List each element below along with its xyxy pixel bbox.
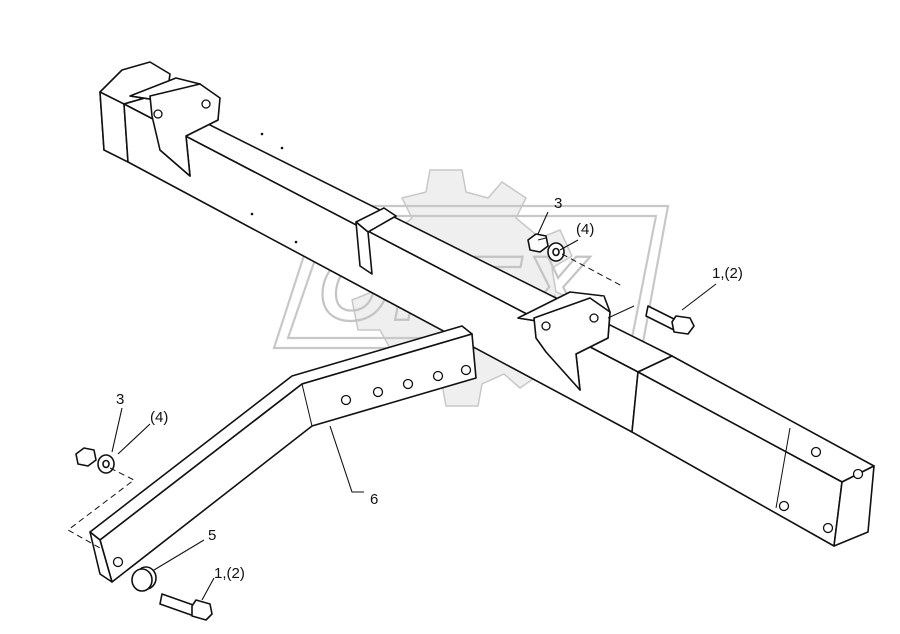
mid-bracket bbox=[355, 207, 397, 275]
beam-rivets bbox=[250, 132, 298, 244]
callout-spacer: 5 bbox=[208, 527, 216, 544]
callout-washer-upper: (4) bbox=[576, 221, 594, 238]
callout-bolt-lower: 1,(2) bbox=[214, 565, 245, 582]
callout-labels: 3 (4) 1,(2) 3 (4) 6 5 1,(2) bbox=[116, 195, 743, 582]
bracket-hole bbox=[201, 99, 211, 109]
upper-washer bbox=[547, 242, 565, 262]
lower-spacer bbox=[131, 566, 157, 592]
inner-tube bbox=[631, 355, 875, 547]
callout-washer-lower: (4) bbox=[150, 409, 168, 426]
lower-nut bbox=[75, 447, 97, 467]
bracket-hole bbox=[541, 321, 551, 331]
callout-bolt-upper: 1,(2) bbox=[712, 265, 743, 282]
upper-nut bbox=[527, 233, 549, 253]
tube-hole bbox=[822, 522, 834, 534]
mid-bracket-plate bbox=[355, 221, 373, 275]
arm-front-face bbox=[99, 333, 477, 583]
bracket-hole bbox=[589, 313, 599, 323]
callout-nut-upper: 3 bbox=[554, 195, 562, 212]
lower-washer bbox=[97, 454, 115, 474]
callout-arm: 6 bbox=[370, 491, 378, 508]
arm-part bbox=[89, 325, 477, 583]
leader-lines bbox=[67, 211, 717, 601]
tube-hole bbox=[810, 446, 822, 458]
tube-hole bbox=[778, 500, 790, 512]
upper-bolt bbox=[645, 305, 695, 335]
callout-nut-lower: 3 bbox=[116, 391, 124, 408]
tube-hole bbox=[852, 468, 864, 480]
rear-bracket bbox=[129, 77, 221, 177]
front-bracket bbox=[517, 291, 635, 391]
bracket-hole bbox=[153, 109, 163, 119]
arm-holes bbox=[112, 364, 472, 568]
lower-bolt bbox=[159, 593, 213, 621]
